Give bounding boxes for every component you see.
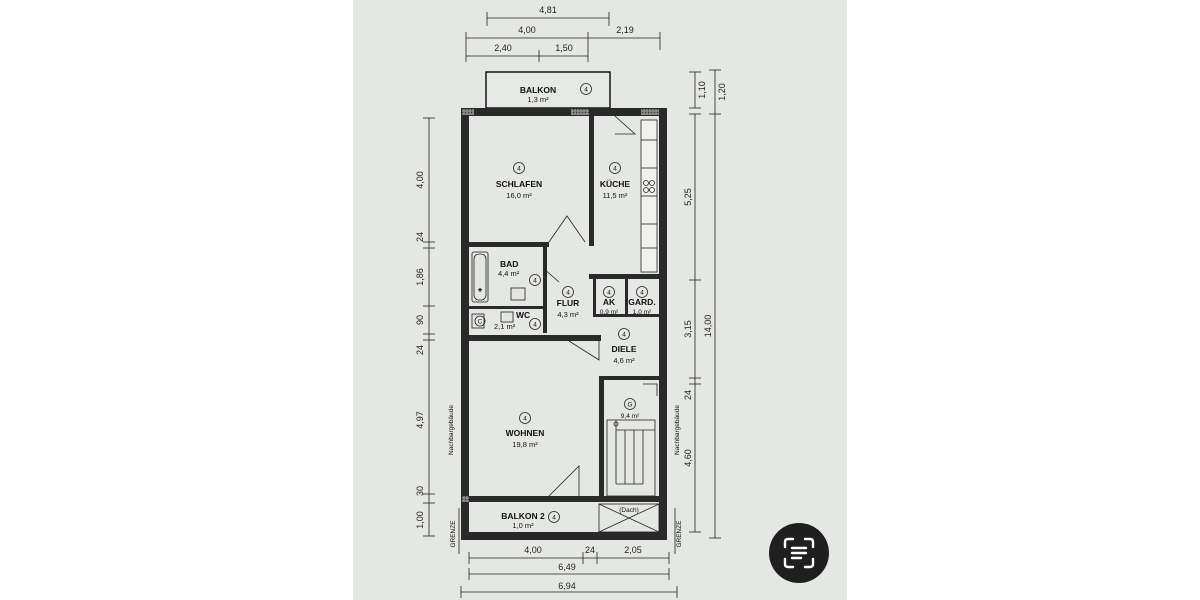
room-tag-gard: 4 bbox=[640, 290, 644, 297]
dim-bottom-24: 24 bbox=[585, 545, 595, 555]
room-area-schlafen: 16,0 m² bbox=[506, 191, 532, 200]
dim-top-219: 2,19 bbox=[616, 25, 634, 35]
bathtub: + bbox=[471, 251, 489, 303]
room-name-balkon2: BALKON 2 bbox=[501, 511, 545, 521]
room-name-kueche: KÜCHE bbox=[600, 179, 631, 189]
room-schlafen: 4 SCHLAFEN 16,0 m² bbox=[496, 162, 542, 200]
room-tag-stair: G bbox=[627, 402, 632, 409]
dim-left-400: 4,00 bbox=[415, 171, 425, 189]
room-name-dach: (Dach) bbox=[619, 507, 639, 514]
room-tag-ak: 4 bbox=[607, 290, 611, 297]
room-name-wohnen: WOHNEN bbox=[506, 428, 545, 438]
label-grenze-left: GRENZE bbox=[450, 520, 457, 548]
floor-plan-sheet: 4,81 4,00 2,19 2,40 1,50 1,10 1,20 5,25 … bbox=[353, 0, 847, 600]
room-wohnen: 4 WOHNEN 19,8 m² bbox=[506, 412, 545, 449]
room-name-bad: BAD bbox=[500, 259, 518, 269]
room-balkon2: BALKON 2 1,0 m² 4 bbox=[501, 511, 560, 530]
text-scan-button[interactable] bbox=[769, 523, 829, 583]
room-balkon: BALKON 1,3 m² 4 bbox=[520, 83, 592, 104]
room-stair: G 9,4 m² bbox=[621, 398, 640, 420]
room-tag-wohnen: 4 bbox=[523, 416, 527, 423]
room-area-balkon: 1,3 m² bbox=[527, 95, 549, 104]
room-name-schlafen: SCHLAFEN bbox=[496, 179, 542, 189]
dim-right-120: 1,20 bbox=[717, 83, 727, 101]
dim-left-30: 30 bbox=[415, 486, 425, 496]
room-name-gard: GARD. bbox=[628, 297, 655, 307]
room-area-wc: 2,1 m² bbox=[494, 322, 516, 331]
room-tag-schlafen: 4 bbox=[517, 166, 521, 173]
dim-right-1400: 14,00 bbox=[703, 315, 713, 338]
exterior-walls bbox=[461, 108, 667, 540]
left-dimensions bbox=[423, 117, 435, 537]
room-bad: BAD 4,4 m² 4 bbox=[498, 259, 541, 286]
room-tag-bad: 4 bbox=[533, 278, 537, 285]
room-tag-circle bbox=[580, 83, 592, 95]
room-diele: 4 DIELE 4,6 m² bbox=[611, 328, 637, 365]
room-area-ak: 0,9 m² bbox=[600, 309, 619, 316]
dim-right-525: 5,25 bbox=[683, 188, 693, 206]
balcony-bottom bbox=[598, 503, 660, 533]
dim-top-240: 2,40 bbox=[494, 43, 512, 53]
washbasin bbox=[500, 287, 526, 323]
balcony-top bbox=[485, 71, 611, 109]
room-tag-flur: 4 bbox=[566, 290, 570, 297]
dim-left-24b: 24 bbox=[415, 345, 425, 355]
toilet bbox=[471, 313, 486, 329]
text-scan-icon bbox=[783, 537, 815, 569]
dim-right-315: 3,15 bbox=[683, 320, 693, 338]
dim-left-24a: 24 bbox=[415, 232, 425, 242]
room-area-wohnen: 19,8 m² bbox=[512, 440, 538, 449]
dim-left-90: 90 bbox=[415, 315, 425, 325]
wc-symbol: C bbox=[478, 319, 483, 326]
bottom-dimensions bbox=[460, 552, 678, 598]
label-nachbar-right: Nachbargebäude bbox=[674, 405, 681, 455]
label-nachbar-left: Nachbargebäude bbox=[448, 405, 455, 455]
right-dimensions bbox=[689, 69, 721, 539]
room-tag-diele: 4 bbox=[622, 332, 626, 339]
room-area-diele: 4,6 m² bbox=[613, 356, 635, 365]
room-gard: 4 GARD. 1,0 m² bbox=[628, 286, 656, 316]
interior-walls bbox=[469, 116, 659, 502]
dim-right-460: 4,60 bbox=[683, 449, 693, 467]
room-tag-wc: 4 bbox=[533, 322, 537, 329]
staircase bbox=[606, 383, 658, 497]
room-area-flur: 4,3 m² bbox=[557, 310, 579, 319]
kitchen-counter bbox=[640, 119, 658, 273]
room-wc: WC 2,1 m² 4 bbox=[494, 310, 541, 331]
room-flur: 4 FLUR 4,3 m² bbox=[557, 286, 580, 319]
room-kueche: 4 KÜCHE 11,5 m² bbox=[600, 162, 631, 200]
dim-left-100: 1,00 bbox=[415, 511, 425, 529]
room-area-kueche: 11,5 m² bbox=[603, 191, 628, 200]
dim-left-186: 1,86 bbox=[415, 268, 425, 286]
dim-left-497: 4,97 bbox=[415, 411, 425, 429]
dim-top-400: 4,00 bbox=[518, 25, 536, 35]
dim-bottom-649: 6,49 bbox=[558, 562, 576, 572]
dim-bottom-205: 2,05 bbox=[624, 545, 642, 555]
room-area-balkon2: 1,0 m² bbox=[512, 521, 534, 530]
room-area-stair: 9,4 m² bbox=[621, 413, 640, 420]
dim-right-24: 24 bbox=[683, 390, 693, 400]
room-name-flur: FLUR bbox=[557, 298, 580, 308]
svg-text:+: + bbox=[478, 287, 482, 294]
dim-bottom-400: 4,00 bbox=[524, 545, 542, 555]
dim-bottom-694: 6,94 bbox=[558, 581, 576, 591]
room-ak: 4 AK 0,9 m² bbox=[600, 286, 619, 316]
dim-right-110: 1,10 bbox=[697, 81, 707, 99]
label-grenze-right: GRENZE bbox=[676, 520, 683, 548]
room-tag-balkon2: 4 bbox=[552, 515, 556, 522]
room-name-wc: WC bbox=[516, 310, 530, 320]
room-name-balkon: BALKON bbox=[520, 85, 556, 95]
floor-plan: 4,81 4,00 2,19 2,40 1,50 1,10 1,20 5,25 … bbox=[415, 5, 727, 598]
room-area-gard: 1,0 m² bbox=[633, 309, 652, 316]
top-dimensions bbox=[465, 12, 661, 62]
room-name-diele: DIELE bbox=[611, 344, 636, 354]
dim-top-150: 1,50 bbox=[555, 43, 573, 53]
room-area-bad: 4,4 m² bbox=[498, 269, 520, 278]
room-name-ak: AK bbox=[603, 297, 616, 307]
dim-top-overall: 4,81 bbox=[539, 5, 557, 15]
room-tag-balkon: 4 bbox=[584, 87, 588, 94]
door-swings bbox=[542, 115, 637, 497]
room-tag-kueche: 4 bbox=[613, 166, 617, 173]
